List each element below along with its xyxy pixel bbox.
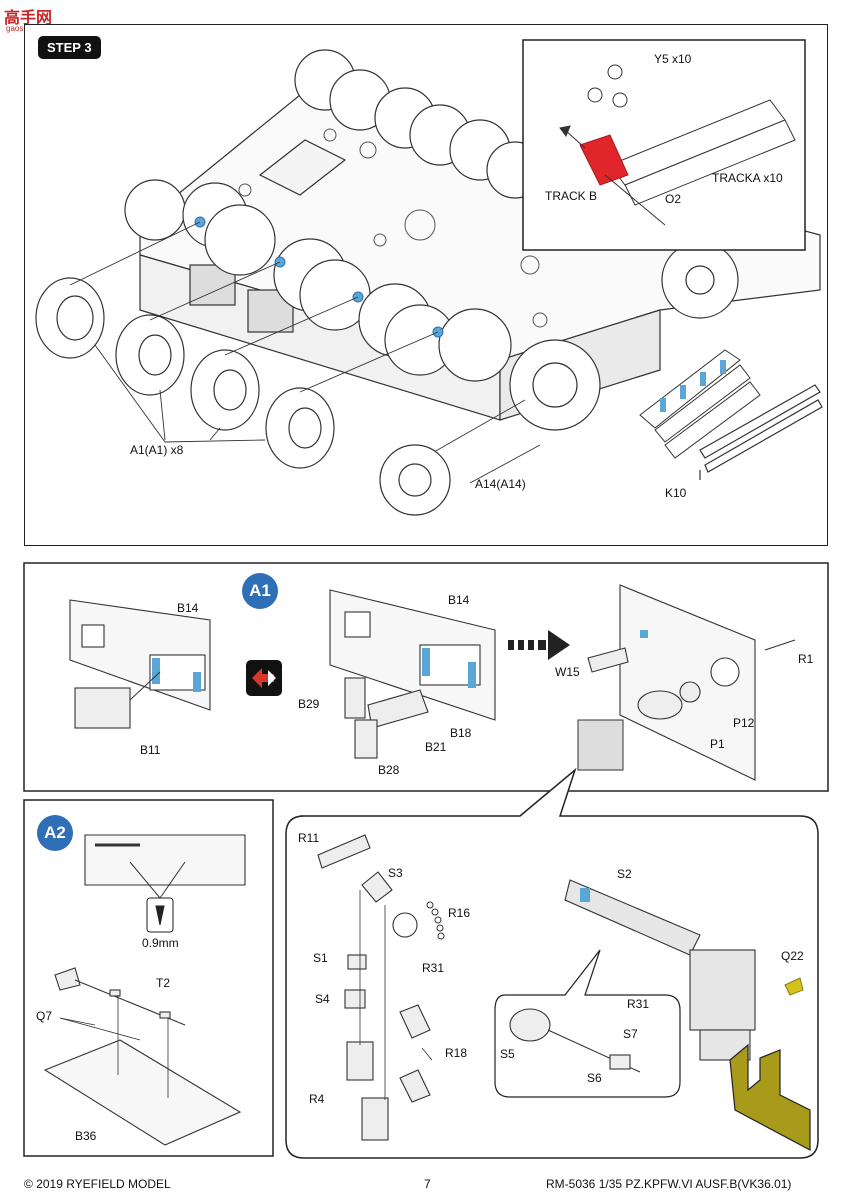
label-b11: B11 [140,743,161,757]
label-o2: O2 [665,192,682,206]
label-k10: K10 [665,486,687,500]
label-r31a: R31 [422,961,445,975]
drill-icon [146,897,174,933]
tow-bars [699,384,823,480]
sub-parts [509,1008,641,1073]
inset-pin [559,125,666,226]
deck-holes [238,128,548,352]
rear-idler [661,241,739,319]
detail-left-parts [317,834,431,1141]
label-r11: R11 [298,831,320,845]
label-y5: Y5 x10 [654,52,692,66]
sub-callout [494,949,681,1098]
label-r4: R4 [309,1092,325,1106]
label-b29: B29 [298,697,320,711]
a2-plate [84,834,246,886]
a2-frame [23,799,274,1157]
inset-y5-parts [587,64,628,108]
track-blue-pins [660,360,726,412]
a2-fender [43,1039,242,1146]
label-b14-left: B14 [177,601,199,615]
label-p1: P1 [710,737,725,751]
label-drill: 0.9mm [142,936,179,950]
label-s5: S5 [500,1047,515,1061]
label-s3: S3 [388,866,403,880]
label-s6: S6 [587,1071,602,1085]
label-b36: B36 [75,1129,97,1143]
label-a1x8: A1(A1) x8 [130,443,184,457]
label-b14-mid: B14 [448,593,470,607]
label-w15: W15 [555,665,580,679]
label-b28: B28 [378,763,400,777]
detail-engine [564,879,756,1061]
detail-lead-lines [359,890,433,1100]
progress-arrow [508,630,570,660]
a1-b11 [74,687,131,729]
footer-product: RM-5036 1/35 PZ.KPFW.VI AUSF.B(VK36.01) [546,1177,792,1191]
footer-copyright: © 2019 RYEFIELD MODEL [24,1177,171,1191]
a1-frame [23,562,829,792]
label-b21: B21 [425,740,447,754]
label-t2: T2 [156,976,171,990]
label-tracka: TRACKA x10 [712,171,783,185]
inset-track-b [579,134,629,186]
label-s7: S7 [623,1027,638,1041]
mounted-wheels [124,179,512,382]
label-s4: S4 [315,992,330,1006]
a2-tools [54,967,186,1026]
watermark-logo: 高手网 [4,10,53,27]
a1-engine-small [577,719,624,771]
label-b18: B18 [450,726,472,740]
label-s2: S2 [617,867,632,881]
label-r1: R1 [798,652,814,666]
loose-wheels [35,277,335,469]
a2-badge: A2 [37,815,73,851]
yellow-bracket [729,1043,811,1151]
label-r31b: R31 [627,997,650,1011]
rear-wheel-row [294,49,544,199]
label-p12: P12 [733,716,755,730]
detail-callout [285,767,819,1159]
a1-mid-parts [344,677,429,759]
step-badge: STEP 3 [38,36,101,59]
inset-track-chain [609,99,796,206]
label-s1: S1 [313,951,328,965]
label-q22: Q22 [781,949,804,963]
loose-sprocket [379,444,451,516]
r16-chain [426,901,445,940]
label-r16: R16 [448,906,471,920]
a1-right-parts [587,639,796,720]
mounted-sprocket [509,339,601,431]
label-trackb: TRACK B [545,189,598,203]
assembly-lines [69,221,541,484]
q22-part [784,977,804,996]
a1-badge: A1 [242,573,278,609]
label-r18: R18 [445,1046,468,1060]
page-number: 7 [424,1177,431,1191]
label-q7: Q7 [36,1009,53,1023]
label-a14: A14(A14) [475,477,526,491]
